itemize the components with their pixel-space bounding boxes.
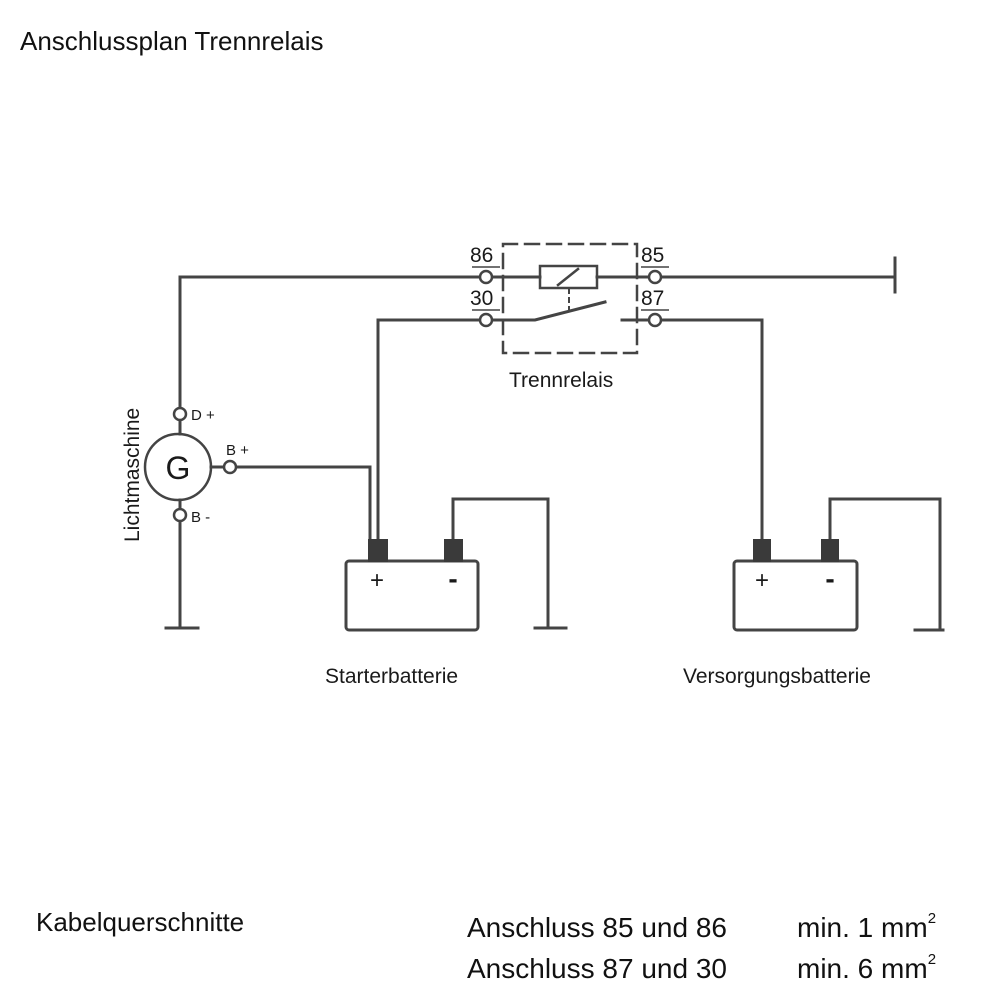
terminal-87-label: 87: [641, 287, 664, 310]
wire-30-to-starter-plus: [376, 318, 482, 542]
terminal-86: [478, 269, 494, 285]
generator-label: Lichtmaschine: [121, 408, 144, 542]
page-title: Anschlussplan Trennrelais: [20, 26, 324, 56]
cable-spec-row: Anschluss 85 und 86 min. 1 mm2: [467, 909, 937, 944]
terminal-dplus-label: D +: [191, 407, 215, 424]
cable-spec-row: Anschluss 87 und 30 min. 6 mm2: [467, 950, 937, 985]
supply-minus-sign: -: [825, 563, 834, 594]
generator-symbol-label: G: [166, 450, 191, 486]
starter-minus-post: [444, 539, 463, 562]
starter-battery-body: [344, 559, 480, 632]
supply-plus-post: [753, 539, 771, 562]
wire-87-to-supply-plus: [659, 318, 764, 542]
supply-plus-sign: +: [755, 567, 769, 594]
supply-battery-label: Versorgungsbatterie: [683, 665, 871, 688]
cable-spec-min: min. 1 mm: [797, 912, 928, 943]
starter-plus-post: [368, 539, 388, 562]
terminal-30: [478, 312, 494, 328]
terminal-bplus-label: B +: [226, 442, 249, 459]
terminal-87: [647, 312, 663, 328]
cable-spec-connection: Anschluss 85 und 86: [467, 912, 727, 943]
supply-minus-post: [821, 539, 839, 562]
wire-supply-minus-to-ground: [828, 497, 942, 632]
terminal-bminus-label: B -: [191, 509, 210, 526]
terminal-dplus: [172, 406, 188, 422]
wire-bplus-to-starter-plus: [234, 465, 372, 542]
supply-battery-body: [732, 559, 859, 632]
starter-plus-sign: +: [370, 567, 384, 594]
terminal-85: [647, 269, 663, 285]
relay-coil-diagonal: [556, 267, 580, 287]
terminal-86-label: 86: [470, 244, 493, 267]
cable-sizes-heading: Kabelquerschnitte: [36, 907, 245, 937]
cable-spec-min: min. 6 mm: [797, 953, 928, 984]
relay-label: Trennrelais: [509, 369, 613, 392]
cable-spec-exponent: 2: [927, 909, 937, 927]
terminal-30-label: 30: [470, 287, 493, 310]
wire-starter-minus-to-ground: [451, 497, 550, 630]
relay-housing: [501, 242, 639, 355]
wire-dplus-to-86: [178, 275, 482, 410]
starter-battery-label: Starterbatterie: [325, 665, 458, 688]
cable-spec-connection: Anschluss 87 und 30: [467, 953, 727, 984]
cable-spec-exponent: 2: [927, 950, 937, 968]
wire-switch-in: [490, 300, 607, 322]
terminal-bminus: [172, 507, 188, 523]
terminal-85-label: 85: [641, 244, 664, 267]
starter-minus-sign: -: [448, 563, 457, 594]
terminal-bplus: [222, 459, 238, 475]
